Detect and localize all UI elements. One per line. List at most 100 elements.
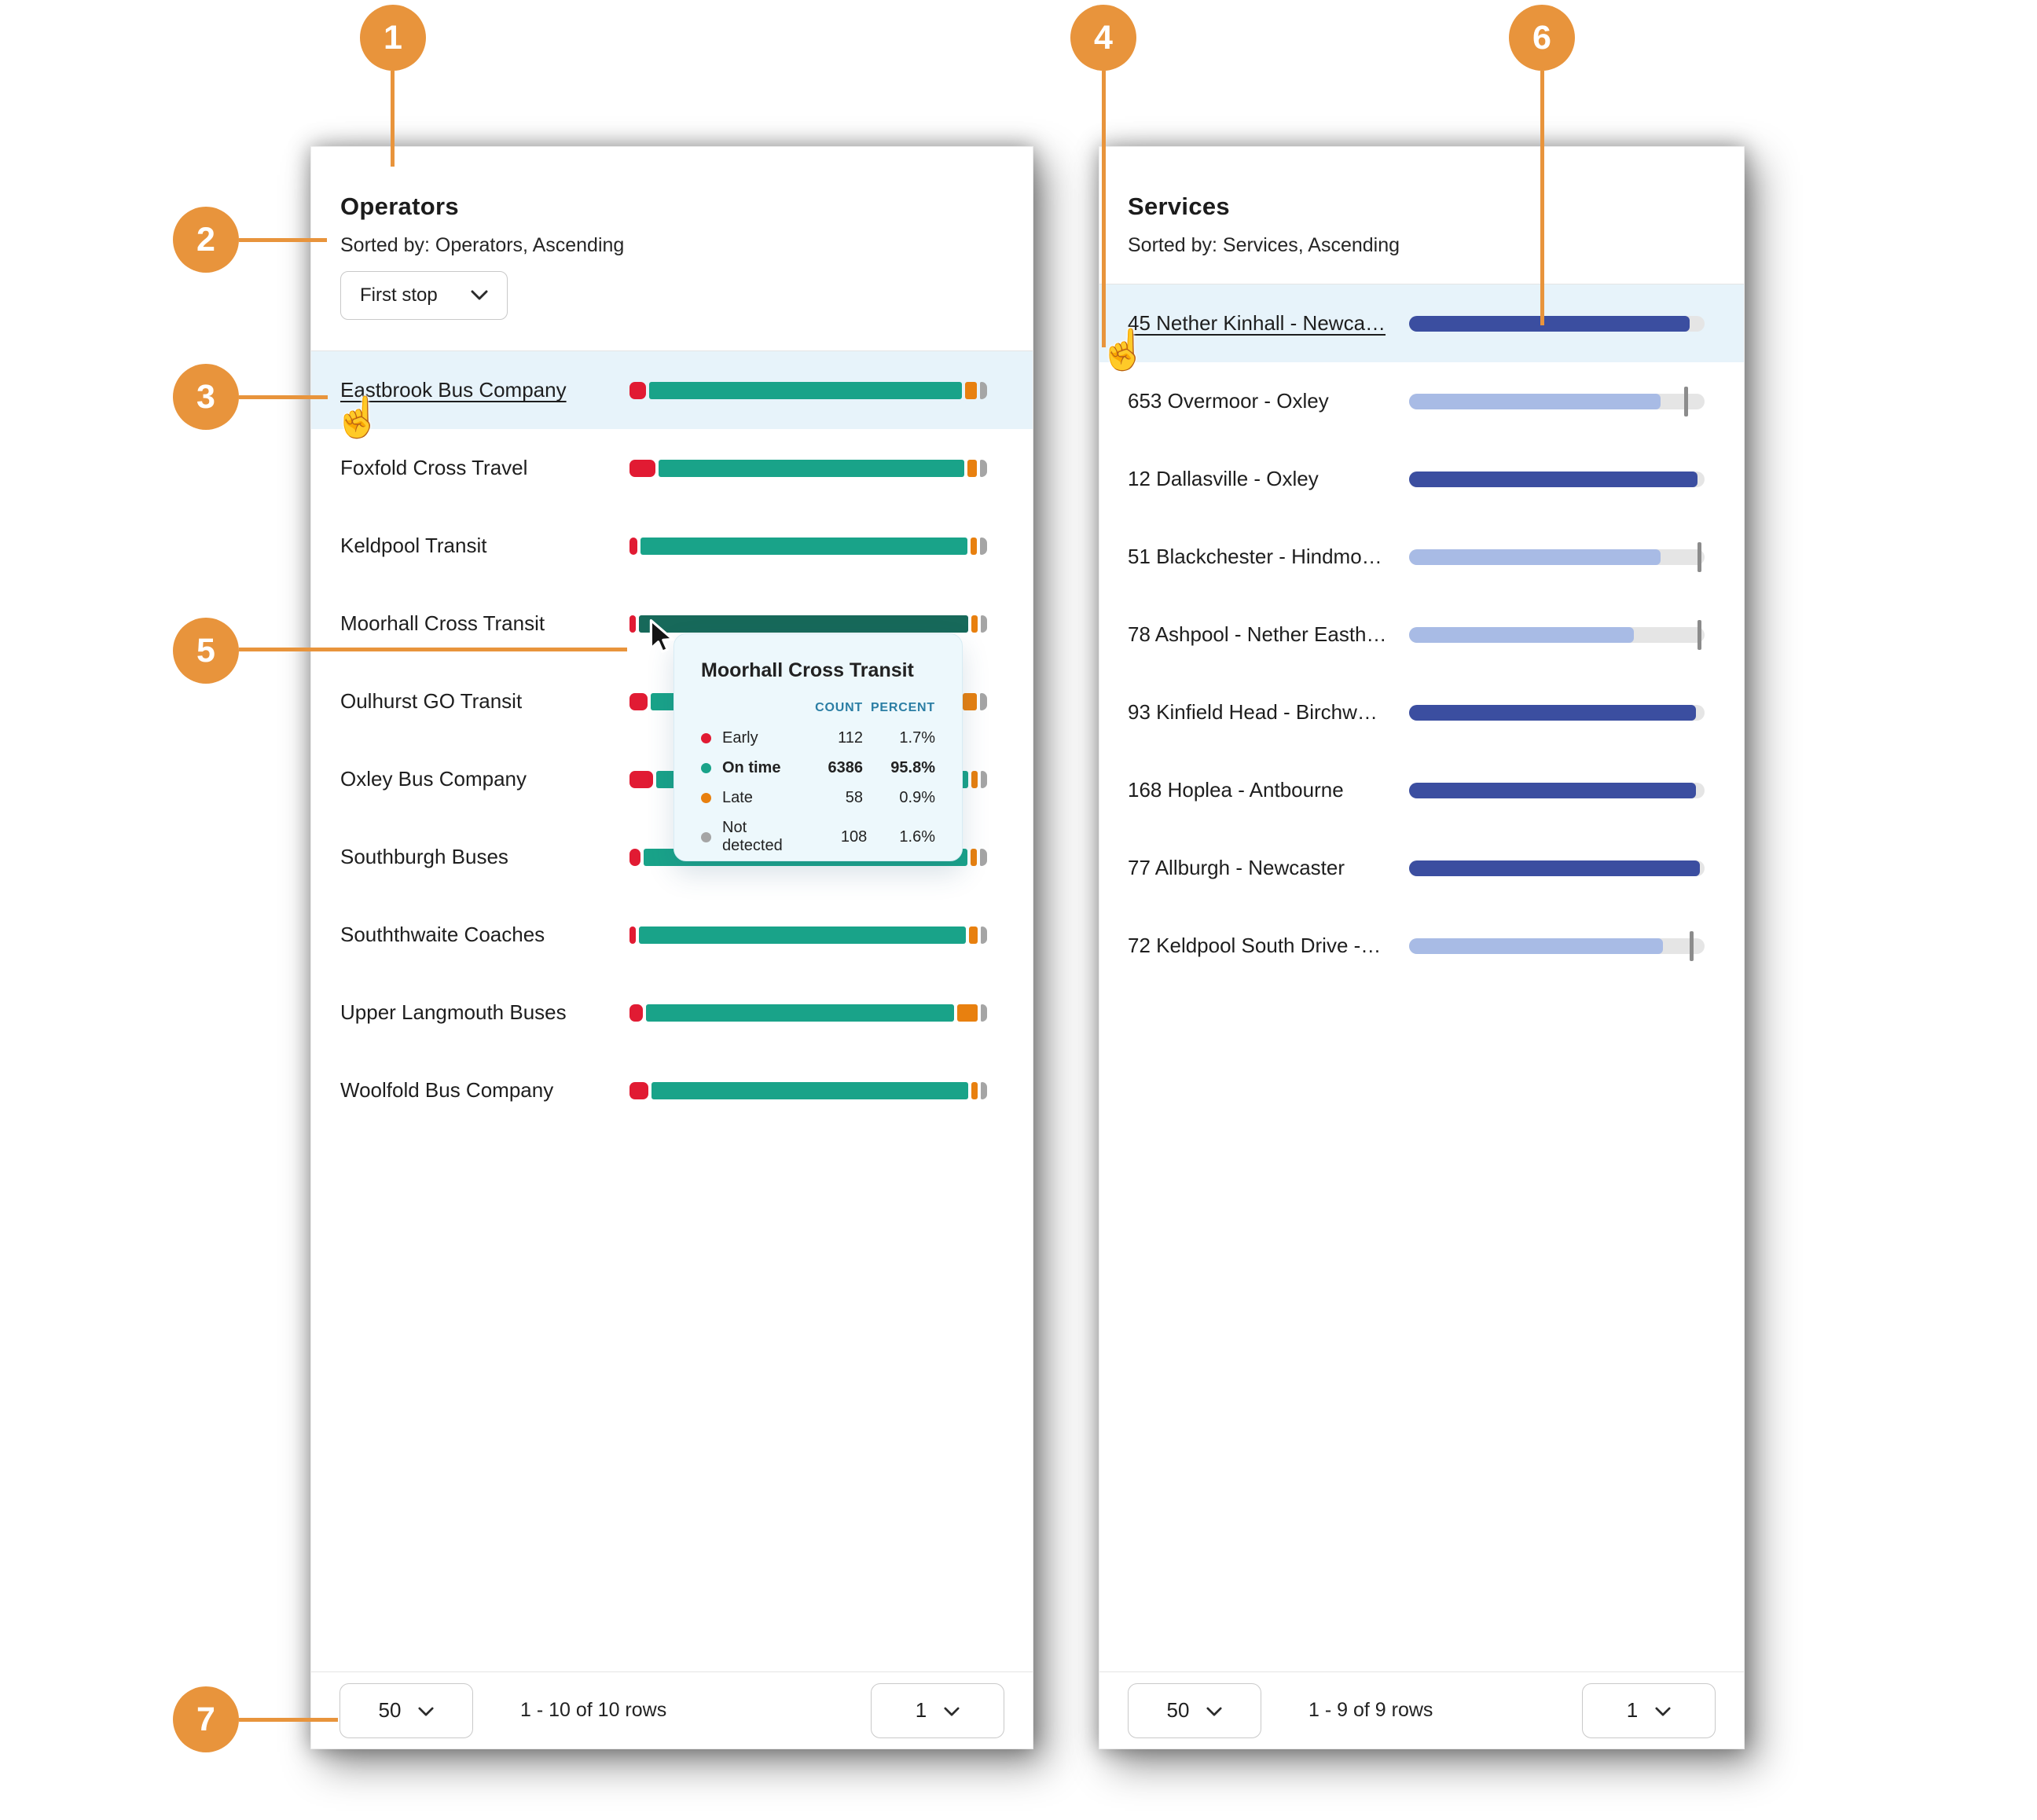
service-name-link[interactable]: 51 Blackchester - Hindmo… <box>1128 545 1382 568</box>
operator-row[interactable]: Keldpool Transit <box>311 507 1033 585</box>
service-name-link[interactable]: 78 Ashpool - Nether Easth… <box>1128 622 1387 646</box>
callout-line-3 <box>239 395 328 399</box>
callout-badge-6: 6 <box>1509 5 1575 71</box>
callout-badge-3: 3 <box>173 364 239 430</box>
services-page-size-select[interactable]: 50 <box>1128 1682 1261 1738</box>
service-name-link[interactable]: 168 Hoplea - Antbourne <box>1128 778 1344 802</box>
operator-row[interactable]: Foxfold Cross Travel <box>311 429 1033 507</box>
service-row[interactable]: 12 Dallasville - Oxley <box>1099 440 1744 518</box>
target-tick <box>1690 930 1694 961</box>
operator-row[interactable]: Upper Langmouth Buses <box>311 974 1033 1051</box>
operator-name-link[interactable]: Moorhall Cross Transit <box>340 611 545 635</box>
operators-page-select[interactable]: 1 <box>871 1682 1004 1738</box>
operators-page-size-select[interactable]: 50 <box>340 1682 473 1738</box>
not-detected-status-dot <box>701 831 711 842</box>
service-row[interactable]: 168 Hoplea - Antbourne <box>1099 751 1744 829</box>
chevron-down-icon <box>1206 1698 1222 1723</box>
service-row[interactable]: 45 Nether Kinhall - Newca… <box>1099 284 1744 362</box>
on-time-status-dot <box>701 763 711 773</box>
late-status-dot <box>701 793 711 803</box>
service-progress-fill <box>1409 938 1664 954</box>
services-page-select[interactable]: 1 <box>1582 1682 1716 1738</box>
operator-row[interactable]: Moorhall Cross Transit <box>311 585 1033 662</box>
service-name-link[interactable]: 12 Dallasville - Oxley <box>1128 467 1319 490</box>
service-name-link[interactable]: 77 Allburgh - Newcaster <box>1128 856 1345 879</box>
on-time-segment <box>648 381 962 399</box>
operators-sort-status: Sorted by: Operators, Ascending <box>340 234 625 256</box>
service-row[interactable]: 93 Kinfield Head - Birchw… <box>1099 673 1744 751</box>
service-row[interactable]: 51 Blackchester - Hindmo… <box>1099 518 1744 596</box>
chevron-down-icon <box>471 284 488 306</box>
early-status-dot <box>701 733 711 743</box>
early-segment <box>629 1004 644 1022</box>
operator-name-link[interactable]: Souththwaite Coaches <box>340 923 545 946</box>
late-segment <box>971 1081 978 1099</box>
late-segment <box>964 381 977 399</box>
not-detected-segment <box>979 537 987 555</box>
service-progress-track <box>1409 541 1705 572</box>
on-time-segment <box>651 1081 968 1099</box>
services-pagination: 50 1 - 9 of 9 rows 1 <box>1099 1671 1744 1748</box>
service-row[interactable]: 78 Ashpool - Nether Easth… <box>1099 596 1744 673</box>
operator-punctuality-bar <box>629 459 988 477</box>
service-name-link[interactable]: 72 Keldpool South Drive -… <box>1128 934 1382 957</box>
operator-row[interactable]: Souththwaite Coaches <box>311 896 1033 974</box>
operator-name-link[interactable]: Eastbrook Bus Company <box>340 378 567 402</box>
service-name-link[interactable]: 45 Nether Kinhall - Newca… <box>1128 311 1386 335</box>
operators-panel-header: Operators Sorted by: Operators, Ascendin… <box>311 147 1033 320</box>
callout-badge-4: 4 <box>1070 5 1136 71</box>
not-detected-segment <box>980 926 987 944</box>
services-panel-title: Services <box>1128 193 1230 220</box>
late-segment <box>970 537 977 555</box>
callout-badge-2: 2 <box>173 207 239 273</box>
callout-badge-7: 7 <box>173 1686 239 1752</box>
services-sort-status: Sorted by: Services, Ascending <box>1128 234 1400 256</box>
tooltip-row-late: Late 58 0.9% <box>701 789 935 807</box>
service-progress-track <box>1409 315 1705 332</box>
target-tick <box>1683 386 1688 416</box>
first-stop-dropdown[interactable]: First stop <box>340 271 508 320</box>
operator-row[interactable]: Woolfold Bus Company <box>311 1051 1033 1129</box>
service-progress-fill <box>1409 471 1698 487</box>
page-size-value: 50 <box>1166 1698 1190 1722</box>
chevron-down-icon <box>418 1698 434 1723</box>
service-row[interactable]: 653 Overmoor - Oxley <box>1099 362 1744 440</box>
operator-punctuality-bar <box>629 926 987 944</box>
late-segment <box>971 770 978 788</box>
callout-line-4 <box>1102 71 1106 347</box>
early-segment <box>629 537 638 555</box>
tooltip-header-row: COUNT PERCENT <box>701 701 935 715</box>
early-segment <box>629 615 636 633</box>
operator-name-link[interactable]: Keldpool Transit <box>340 534 487 557</box>
service-name-link[interactable]: 653 Overmoor - Oxley <box>1128 389 1329 413</box>
tooltip-row-not-detected: Not detected 108 1.6% <box>701 819 935 855</box>
page-size-value: 50 <box>378 1698 402 1722</box>
tooltip-title: Moorhall Cross Transit <box>701 659 914 681</box>
callout-line-1 <box>391 71 395 167</box>
spacer <box>701 703 711 714</box>
service-name-link[interactable]: 93 Kinfield Head - Birchw… <box>1128 700 1378 724</box>
operator-name-link[interactable]: Oxley Bus Company <box>340 767 527 791</box>
late-segment <box>969 926 978 944</box>
service-progress-track <box>1409 386 1705 416</box>
callout-line-5 <box>239 648 627 651</box>
on-time-segment <box>646 1004 954 1022</box>
service-progress-track <box>1409 860 1705 876</box>
operator-name-link[interactable]: Foxfold Cross Travel <box>340 456 528 479</box>
not-detected-segment <box>981 1081 987 1099</box>
tooltip-row-on-time: On time 6386 95.8% <box>701 759 935 777</box>
operator-name-link[interactable]: Southburgh Buses <box>340 845 508 868</box>
operator-name-link[interactable]: Oulhurst GO Transit <box>340 689 523 713</box>
operator-row[interactable]: Eastbrook Bus Company <box>311 351 1033 429</box>
not-detected-segment <box>979 381 988 399</box>
late-segment <box>956 1004 978 1022</box>
not-detected-segment <box>979 692 988 710</box>
hand-cursor-icon: ☝ <box>1099 328 1148 372</box>
service-row[interactable]: 72 Keldpool South Drive -… <box>1099 907 1744 985</box>
service-row[interactable]: 77 Allburgh - Newcaster <box>1099 829 1744 907</box>
service-progress-fill <box>1409 782 1696 798</box>
operator-name-link[interactable]: Woolfold Bus Company <box>340 1078 554 1102</box>
service-progress-fill <box>1409 393 1661 409</box>
operator-name-link[interactable]: Upper Langmouth Buses <box>340 1000 567 1024</box>
